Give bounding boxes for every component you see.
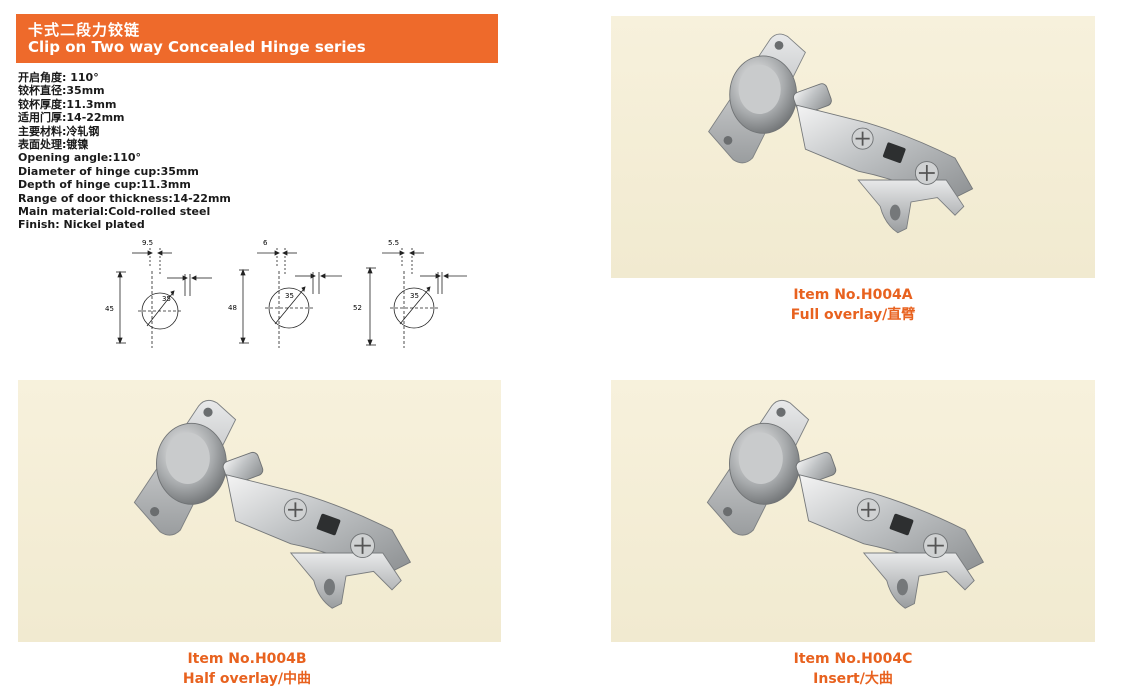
product-caption-h004c: Item No.H004C Insert/大曲 [703,649,1003,689]
product-caption-h004b: Item No.H004B Half overlay/中曲 [97,649,397,689]
height-label: 45 [105,305,114,313]
spec-line: 铰杯厚度:11.3mm [18,97,117,111]
spec-line: Finish: Nickel plated [18,218,145,232]
product-photo-h004c [611,380,1095,642]
product-photo-h004b [18,380,501,642]
hinge-cup-diagram-c: 5.5 52 35 [353,239,467,348]
spec-line: Depth of hinge cup:11.3mm [18,178,191,192]
overlay-type: Half overlay/中曲 [182,671,312,687]
item-number: Item No.H004A [793,287,913,303]
spec-list: 开启角度: 110° 铰杯直径:35mm 铰杯厚度:11.3mm 适用门厚:14… [18,71,231,232]
cup-diameter-label: 35 [285,292,294,300]
overlay-type: Insert/大曲 [813,671,893,687]
spec-line: 表面处理:镀镍 [18,138,89,152]
spec-line: Diameter of hinge cup:35mm [18,164,199,178]
spec-line: Range of door thickness:14-22mm [18,191,231,205]
spec-line: 主要材料:冷轧钢 [18,124,100,138]
product-caption-h004a: Item No.H004A Full overlay/直臂 [703,285,1003,325]
cup-diameter-label: 35 [162,295,171,303]
hinge-image [133,399,412,610]
offset-label: 9.5 [142,239,153,247]
series-title-cn: 卡式二段力铰链 [28,21,141,39]
spec-line: 适用门厚:14-22mm [18,111,125,125]
offset-label: 6 [263,239,268,247]
height-label: 48 [228,304,237,312]
series-title-en: Clip on Two way Concealed Hinge series [28,38,366,56]
cup-diameter-label: 35 [410,292,419,300]
item-number: Item No.H004C [793,651,913,667]
hinge-image [706,399,985,610]
item-number: Item No.H004B [187,651,307,667]
hinge-cup-diagram-b: 6 48 35 [228,239,342,348]
spec-line: Main material:Cold-rolled steel [18,205,211,219]
spec-line: 开启角度: 110° [18,71,99,84]
offset-label: 5.5 [388,239,399,247]
spec-line: Opening angle:110° [18,151,142,165]
product-photo-h004a [611,16,1095,278]
height-label: 52 [353,304,362,312]
overlay-type: Full overlay/直臂 [790,307,916,323]
hinge-cup-diagram-a: 9.5 45 35 [105,239,212,348]
series-title-banner: 卡式二段力铰链 Clip on Two way Concealed Hinge … [16,14,498,63]
hinge-image [707,33,974,234]
spec-line: 铰杯直径:35mm [18,84,105,98]
